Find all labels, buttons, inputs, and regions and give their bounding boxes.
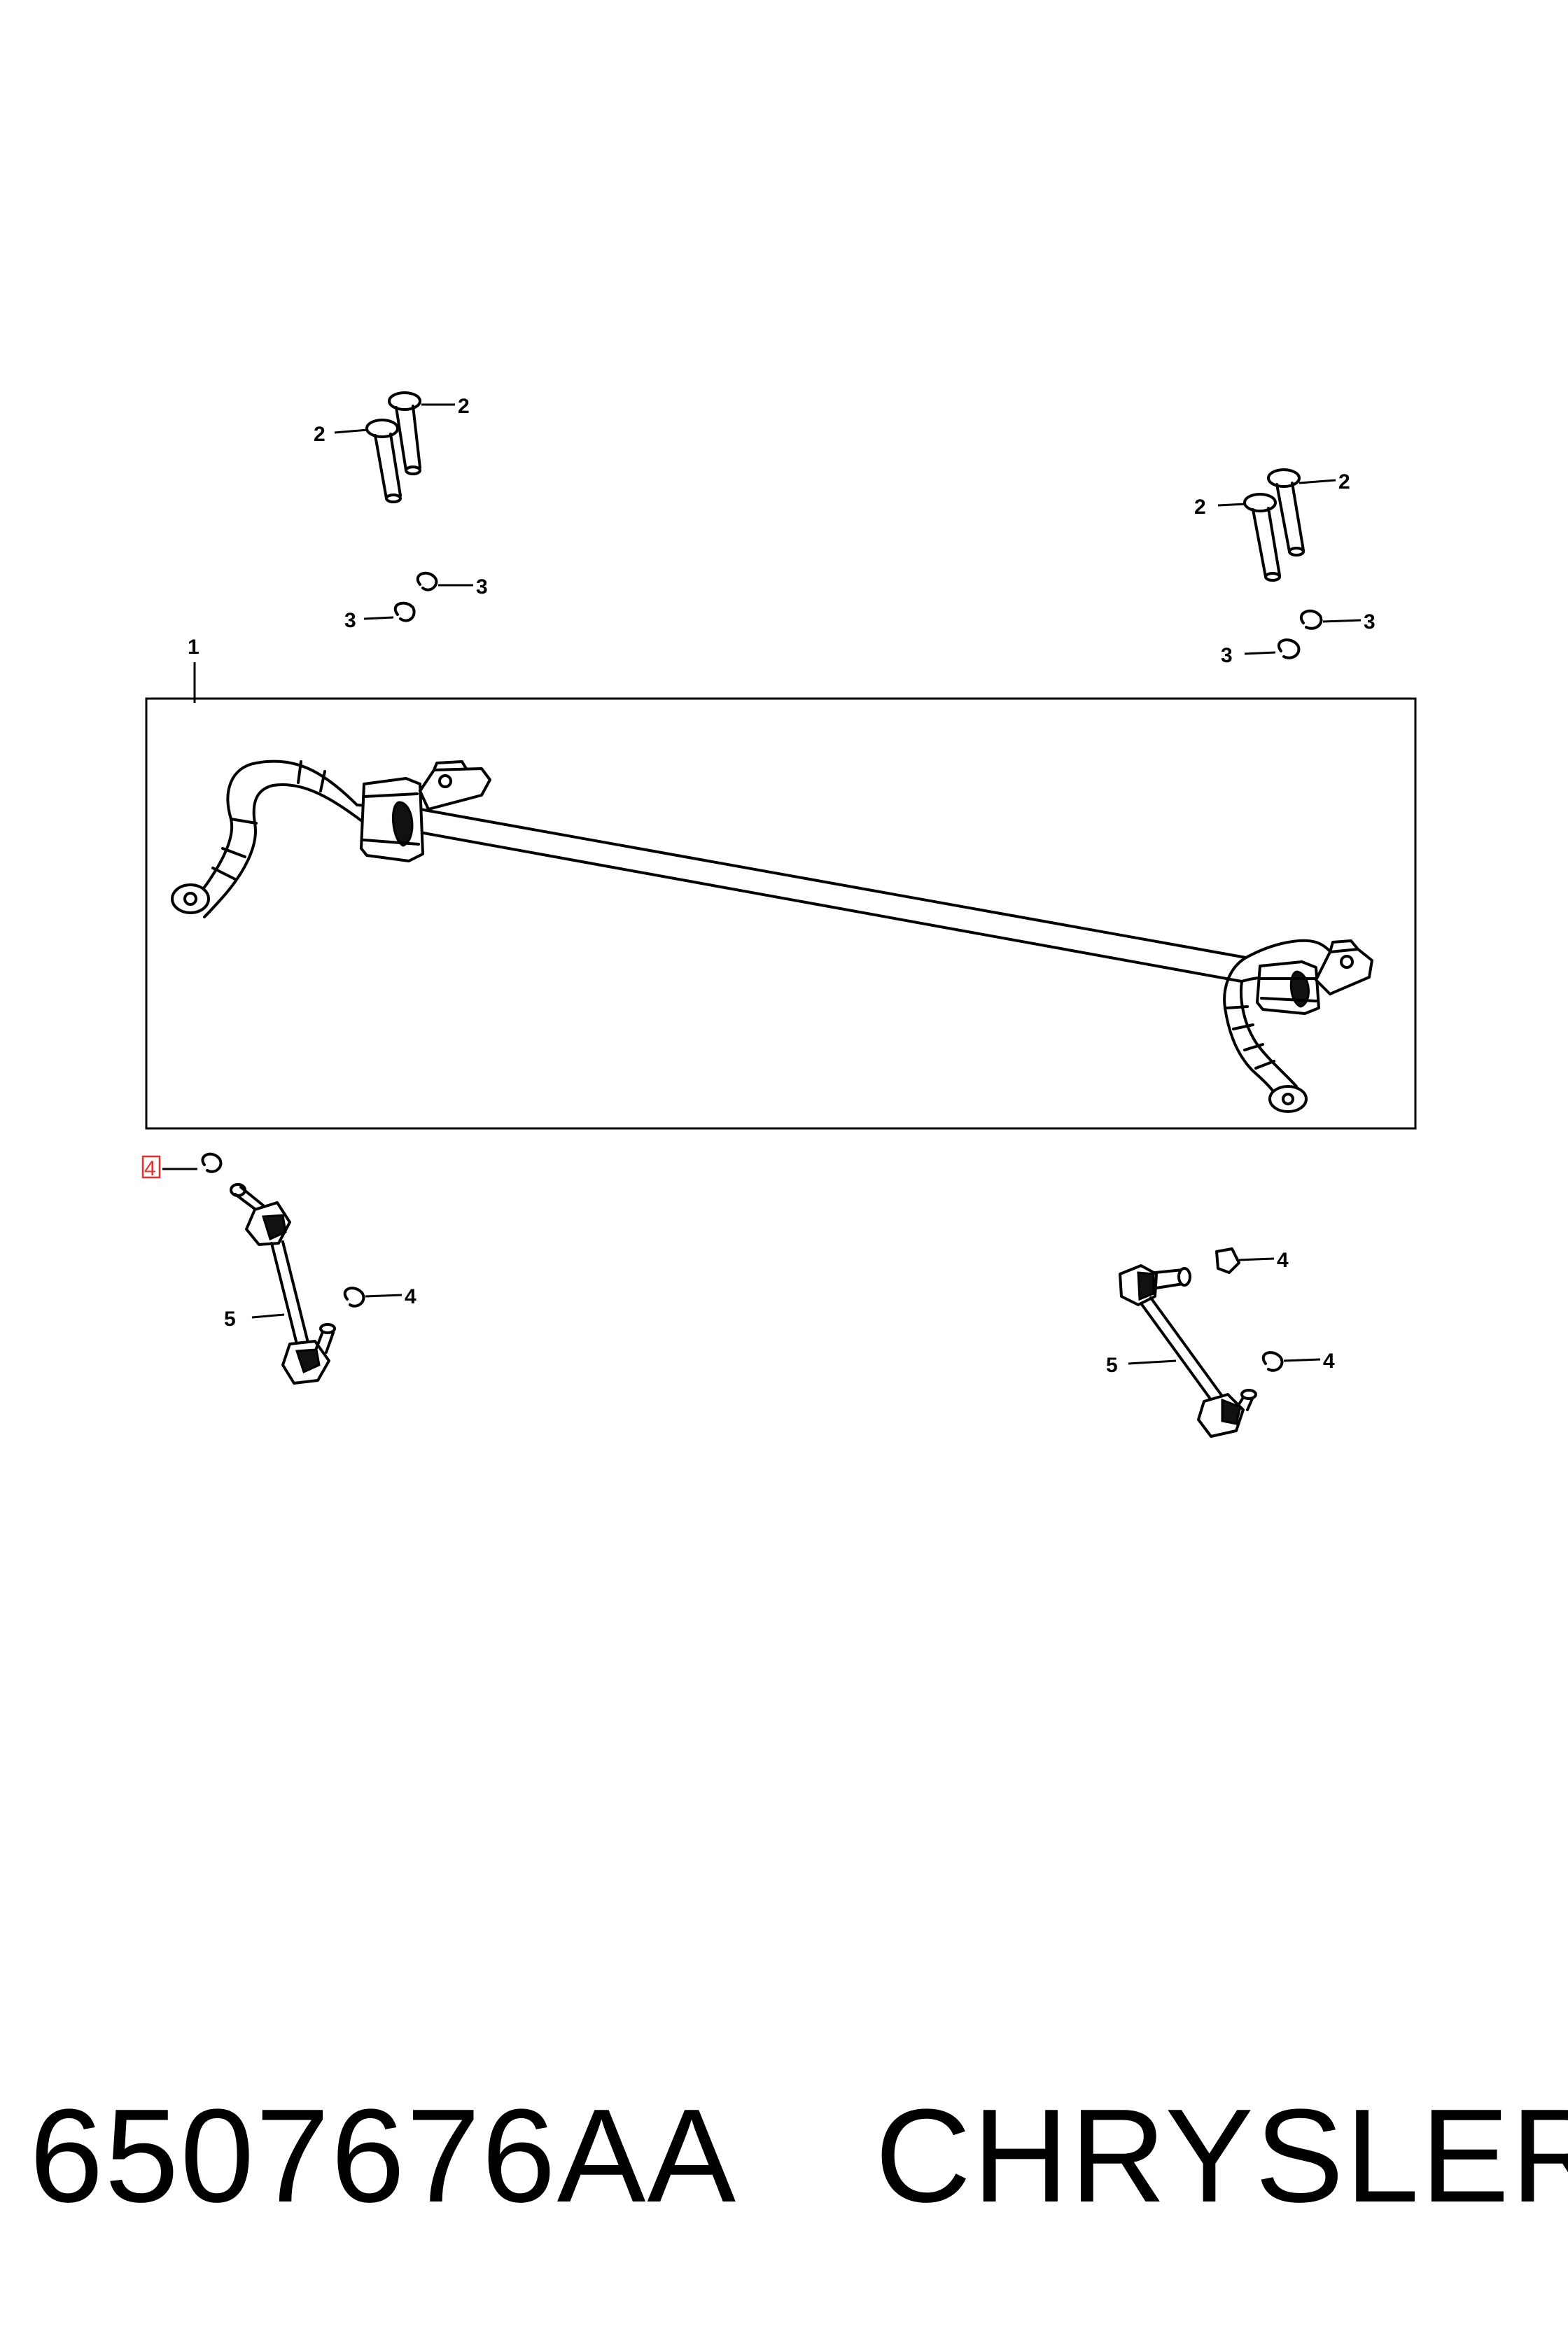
callout-4: 4 <box>1277 1249 1289 1272</box>
callout-2: 2 <box>458 395 470 418</box>
callout-2: 2 <box>314 423 326 446</box>
brand-name: CHRYSLER <box>875 2082 1568 2230</box>
link-right <box>1119 1247 1321 1438</box>
assembly-frame <box>145 697 1417 1130</box>
callout-3: 3 <box>344 609 356 632</box>
part-number: 6507676AA <box>29 2082 738 2230</box>
callout-4: 4 <box>1323 1350 1335 1373</box>
callout-4: 4 <box>405 1285 416 1308</box>
clip-group-top-left <box>363 571 473 622</box>
callout-3: 3 <box>1364 610 1376 634</box>
callout-3: 3 <box>1221 644 1233 667</box>
callout-1: 1 <box>188 636 200 659</box>
callout-2: 2 <box>1194 496 1206 519</box>
stabilizer-bar <box>171 760 1373 1113</box>
bolt <box>1243 493 1281 582</box>
bolt <box>1267 468 1305 556</box>
bolt <box>388 391 421 475</box>
link-left <box>141 1152 402 1385</box>
callout-2: 2 <box>1338 470 1350 493</box>
clip-group-top-right <box>1244 609 1362 659</box>
footer: 6507676AA CHRYSLER <box>0 2072 1568 2240</box>
callout-5: 5 <box>1106 1354 1118 1377</box>
callout-4-highlighted: 4 <box>144 1157 156 1180</box>
bolt <box>365 419 402 503</box>
bolt-group-top-left <box>334 391 455 503</box>
callout-3: 3 <box>476 575 488 598</box>
highlight-box <box>141 1155 161 1179</box>
bolt-group-top-right <box>1217 468 1336 582</box>
callout-5: 5 <box>224 1308 236 1331</box>
